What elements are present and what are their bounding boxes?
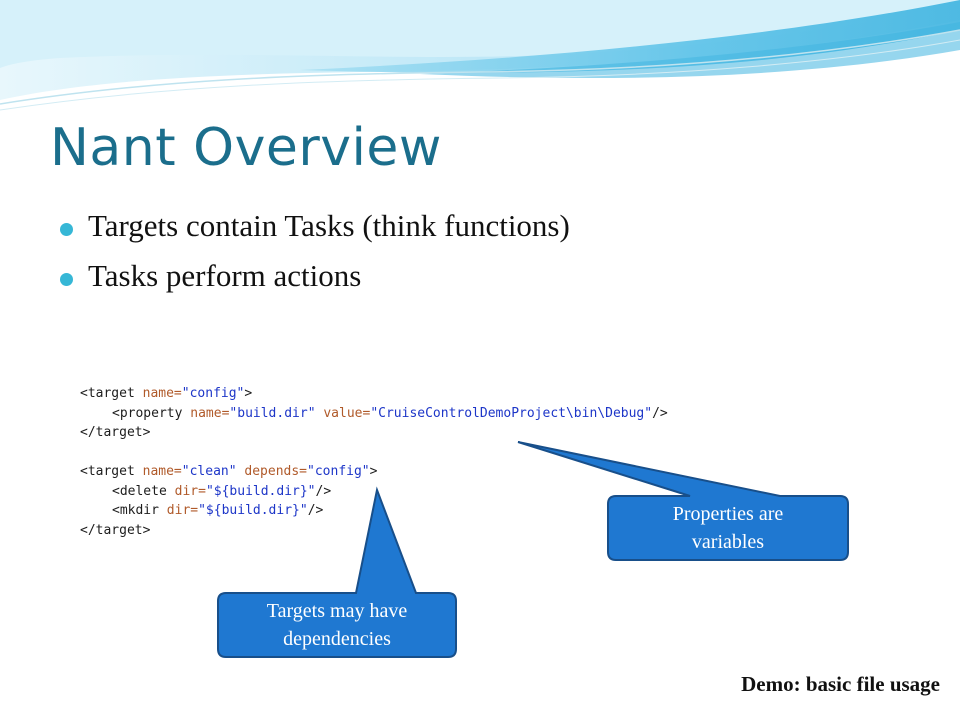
code-token: /> xyxy=(652,405,668,421)
callout-line: Targets may have xyxy=(266,600,408,622)
code-token: </target> xyxy=(80,425,151,440)
code-token: "CruiseControlDemoProject\bin\Debug" xyxy=(370,405,653,421)
code-token: name= xyxy=(190,405,230,421)
header-wave-decoration xyxy=(0,0,960,111)
code-token: /> xyxy=(307,503,324,518)
callout-properties-shape xyxy=(517,441,849,561)
bullet-list: Targets contain Tasks (think functions) … xyxy=(60,208,570,308)
code-token: > xyxy=(369,464,378,479)
bullet-item: Targets contain Tasks (think functions) xyxy=(60,208,570,258)
footer-demo-note: Demo: basic file usage xyxy=(741,672,940,696)
code-token: "config" xyxy=(307,464,370,479)
code-token: value= xyxy=(315,405,371,421)
code-token: name= xyxy=(142,464,182,479)
bullet-dot-icon xyxy=(60,223,73,236)
code-token: <mkdir xyxy=(112,503,167,518)
code-token: name= xyxy=(142,386,182,401)
code-sample: <target name="config"> <property name="b… xyxy=(80,384,668,540)
code-line: <delete dir="${build.dir}"/> xyxy=(80,482,668,502)
bullet-text: Targets contain Tasks (think functions) xyxy=(88,208,570,243)
code-line: <target name="config"> xyxy=(80,384,668,404)
callout-line: Properties are xyxy=(672,503,784,525)
code-token: "build.dir" xyxy=(229,405,316,421)
code-line: <mkdir dir="${build.dir}"/> xyxy=(80,501,668,521)
code-line: <target name="clean" depends="config"> xyxy=(80,462,668,482)
callout-targets-shape xyxy=(217,486,457,658)
code-line: </target> xyxy=(80,521,668,541)
code-token: /> xyxy=(315,483,332,499)
code-token: <property xyxy=(112,405,191,421)
callout-targets-text: Targets may have dependencies xyxy=(218,597,456,653)
code-token: <delete xyxy=(112,483,175,499)
code-token: > xyxy=(244,386,253,401)
code-token: <target xyxy=(80,464,143,479)
code-token: dir= xyxy=(166,503,199,518)
bullet-item: Tasks perform actions xyxy=(60,258,570,308)
callout-properties-text: Properties are variables xyxy=(608,500,848,556)
bullet-dot-icon xyxy=(60,273,73,286)
slide-title: Nant Overview xyxy=(50,118,442,178)
callout-line: variables xyxy=(691,531,765,553)
callout-line: dependencies xyxy=(283,628,391,650)
code-token: dir= xyxy=(174,483,206,499)
code-token: "${build.dir}" xyxy=(198,503,308,518)
code-token: <target xyxy=(80,386,143,401)
code-token: depends= xyxy=(236,464,308,479)
code-line: <property name="build.dir" value="Cruise… xyxy=(80,404,668,424)
code-token: </target> xyxy=(80,522,151,538)
bullet-text: Tasks perform actions xyxy=(88,258,362,293)
code-token: "${build.dir}" xyxy=(205,483,316,499)
code-line: </target> xyxy=(80,423,668,443)
code-token: "clean" xyxy=(181,464,237,479)
code-token: "config" xyxy=(181,386,245,401)
